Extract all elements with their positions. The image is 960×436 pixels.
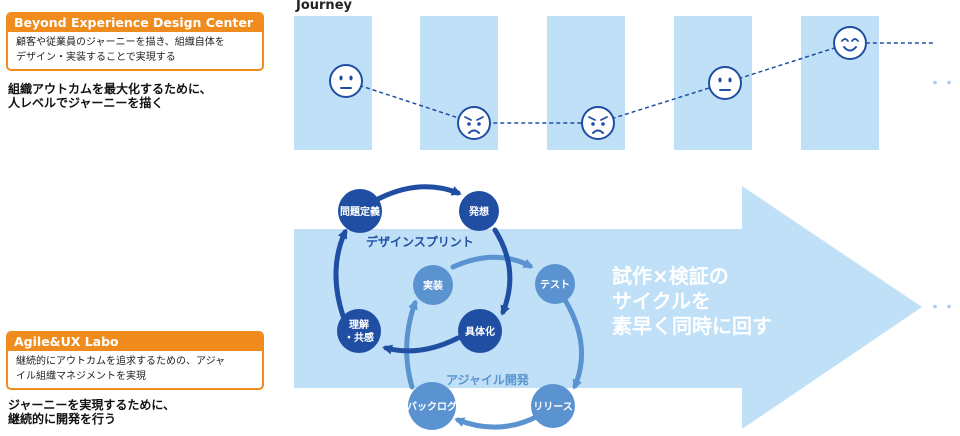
bottom-org-tagline-line: ジャーニーを実現するために、 (8, 398, 176, 412)
sprint-node-problem-label: 問題定義 (340, 205, 380, 218)
bottom-org-tagline-line: 継続的に開発を行う (8, 412, 117, 426)
top-org-tagline-line: 人レベルでジャーニーを描く (8, 96, 164, 110)
agile-node-implement: 実装 (413, 265, 453, 305)
sprint-node-understand-label: 理解 (349, 318, 369, 331)
top-org-description: 顧客や従業員のジャーニーを描き、組織自体を デザイン・実装することで実現する (8, 32, 262, 69)
bottom-org-name: Agile&UX Labo (8, 333, 262, 351)
design-sprint-label: デザインスプリント (366, 234, 474, 249)
sprint-node-understand: 理解 ・共感 (337, 309, 381, 353)
top-org-name: Beyond Experience Design Center (8, 14, 262, 32)
design-sprint-cycle (333, 184, 513, 355)
top-org-tagline-line: 組織アウトカムを最大化するために、 (8, 82, 212, 96)
bottom-org-description-line: イル組織マネジメントを実現 (16, 371, 146, 382)
bottom-org-box: Agile&UX Labo 継続的にアウトカムを追求するための、アジャ イル組織… (6, 331, 264, 390)
agile-node-implement-label: 実装 (423, 279, 443, 292)
agile-node-test-label: テスト (540, 279, 570, 291)
journey-more-dots: ・・・ (928, 76, 960, 92)
agile-cycle (404, 254, 585, 430)
sprint-node-ideation-label: 発想 (468, 205, 489, 218)
top-org-box: Beyond Experience Design Center 顧客や従業員のジ… (6, 12, 264, 71)
sprint-node-problem: 問題定義 (338, 189, 382, 233)
bottom-org-tagline: ジャーニーを実現するために、 継続的に開発を行う (8, 398, 175, 426)
slogan-line: 試作×検証の (612, 264, 729, 288)
agile-node-release: リリース (531, 384, 575, 428)
slogan: 試作×検証の サイクルを 素早く同時に回す (612, 264, 772, 339)
bottom-org-description-line: 継続的にアウトカムを追求するための、アジャ (16, 356, 226, 367)
sprint-node-understand-label-2: ・共感 (344, 331, 374, 344)
agile-node-release-label: リリース (533, 401, 573, 413)
sad-face-icon (457, 106, 491, 140)
sad-face-icon (581, 106, 615, 140)
top-org-description-line: 顧客や従業員のジャーニーを描き、組織自体を (16, 37, 225, 48)
neutral-face-icon (329, 64, 363, 98)
agile-node-backlog: バックログ (407, 382, 457, 430)
sprint-node-ideation: 発想 (459, 191, 499, 231)
slogan-line: サイクルを (612, 289, 711, 313)
sprint-node-concretize-label: 具体化 (464, 325, 495, 338)
neutral-face-icon (708, 66, 742, 100)
big-arrow-shape (294, 186, 922, 429)
top-org-tagline: 組織アウトカムを最大化するために、 人レベルでジャーニーを描く (8, 82, 212, 110)
journey-title: Journey (296, 0, 352, 13)
agile-label: アジャイル開発 (446, 372, 530, 387)
happy-face-icon (833, 26, 867, 60)
top-org-description-line: デザイン・実装することで実現する (16, 52, 176, 63)
sprint-node-concretize: 具体化 (458, 309, 502, 353)
arrow-more-dots: ・・・ (928, 300, 960, 316)
journey-path (345, 42, 935, 124)
agile-node-backlog-label: バックログ (407, 400, 457, 413)
bottom-org-description: 継続的にアウトカムを追求するための、アジャ イル組織マネジメントを実現 (8, 351, 262, 388)
slogan-line: 素早く同時に回す (612, 314, 772, 338)
agile-node-test: テスト (535, 264, 575, 304)
